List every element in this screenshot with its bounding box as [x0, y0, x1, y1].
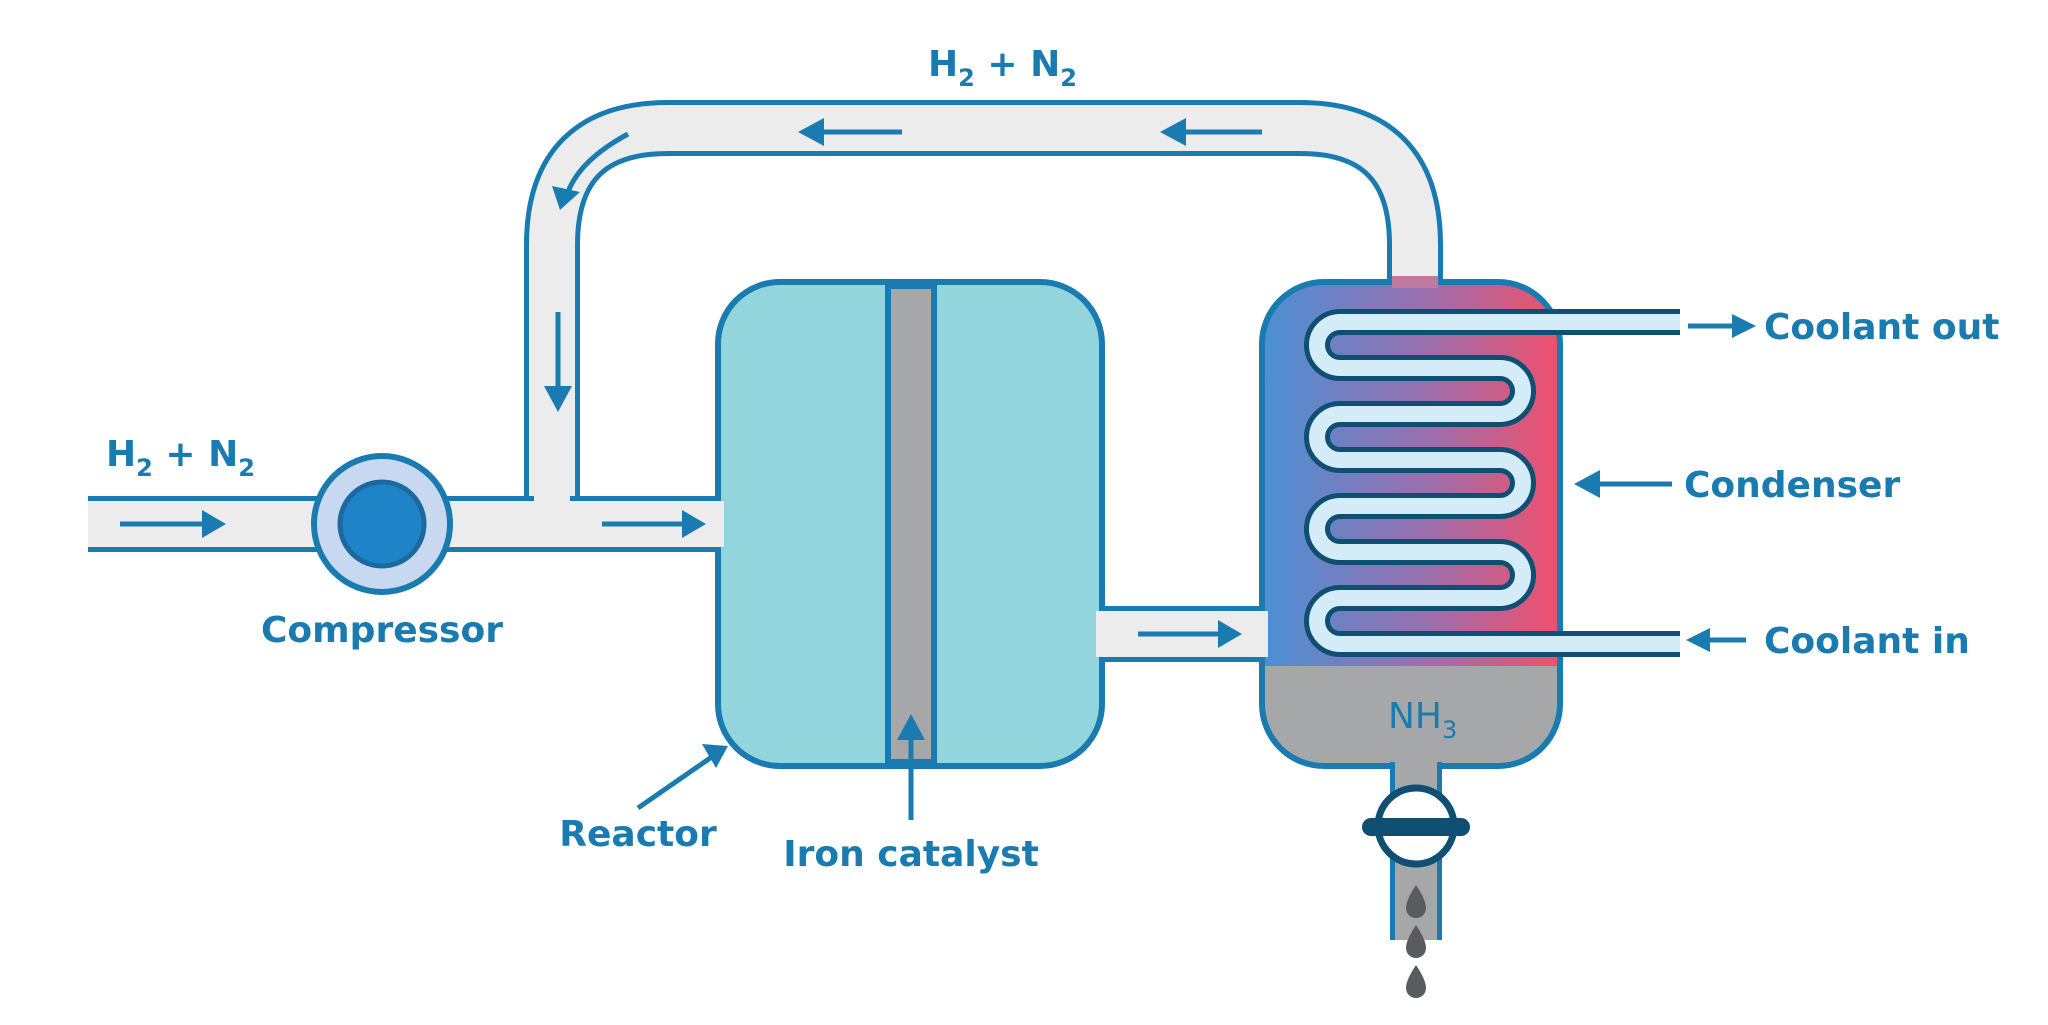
catalyst-pointer-arrow	[897, 714, 925, 820]
compressor-label: Compressor	[261, 610, 503, 651]
condenser-label: Condenser	[1684, 465, 1900, 506]
feed-gas-label: H2 + N2	[106, 434, 255, 482]
coolant-in-label: Coolant in	[1764, 621, 1970, 662]
reactor-vessel	[714, 279, 1106, 769]
ammonia-outlet	[1362, 762, 1470, 940]
coolant-in-arrow	[1686, 628, 1746, 652]
condenser-pointer-arrow	[1574, 470, 1672, 498]
flow-arrow-to-reactor	[602, 510, 706, 538]
coolant-out-arrow	[1688, 314, 1756, 338]
reactor-label: Reactor	[559, 814, 717, 855]
flow-arrow-to-condenser	[1138, 620, 1242, 648]
reactor-pointer-arrow	[636, 744, 728, 811]
ammonia-pool	[1262, 666, 1560, 766]
valve-handle	[1362, 818, 1470, 836]
iron-catalyst-bed	[885, 283, 937, 765]
ammonia-label: NH3	[1388, 696, 1457, 744]
coolant-out-label: Coolant out	[1764, 307, 1999, 348]
compressor	[311, 453, 453, 595]
ammonia-drops	[1406, 885, 1426, 998]
flow-arrow-recycle-2	[798, 118, 902, 146]
flow-arrow-recycle-corner	[552, 131, 630, 210]
flow-arrow-recycle-down	[544, 312, 572, 412]
flow-arrow-recycle-1	[1160, 118, 1262, 146]
condenser-vessel	[1256, 276, 1563, 769]
recycle-gas-label: H2 + N2	[928, 44, 1077, 92]
flow-arrow-feed	[120, 510, 226, 538]
cooling-coil	[1304, 309, 1680, 657]
iron-catalyst-label: Iron catalyst	[783, 834, 1039, 875]
